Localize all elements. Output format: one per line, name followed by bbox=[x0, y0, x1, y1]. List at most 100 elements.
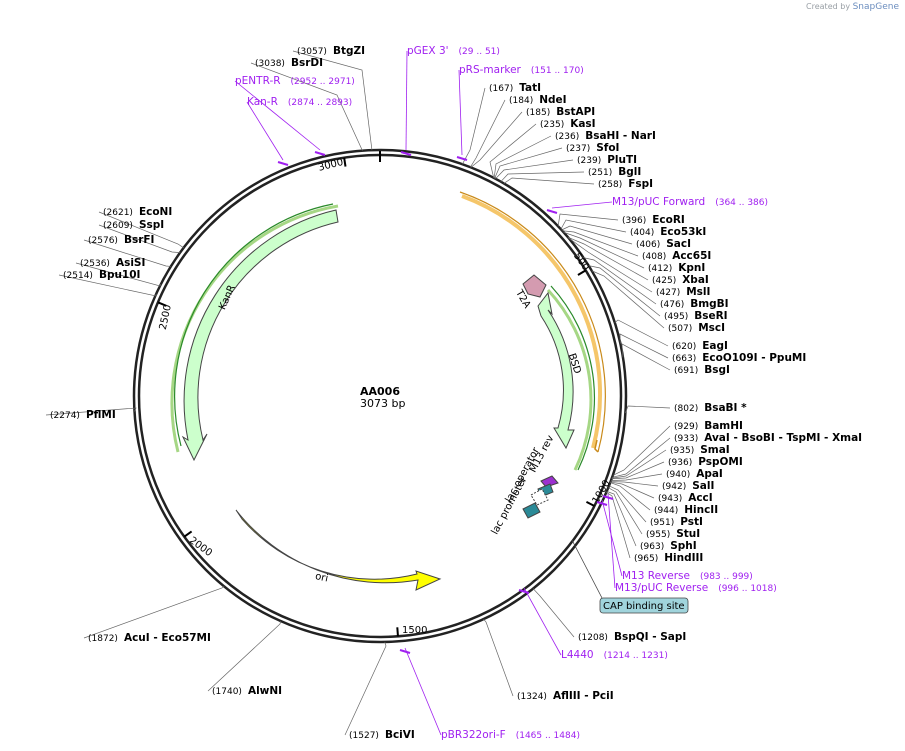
enzyme-leader bbox=[462, 87, 486, 165]
primer-site[interactable]: L4440(1214 .. 1231) bbox=[561, 649, 668, 661]
enzyme-site[interactable]: (1740)AlwNI bbox=[212, 685, 282, 697]
primer-name: pRS-marker bbox=[459, 64, 522, 76]
enzyme-site[interactable]: (184)NdeI bbox=[509, 94, 567, 106]
enzyme-site[interactable]: (495)BseRI bbox=[664, 310, 728, 322]
enzyme-site[interactable]: (1324)AflIII - PciI bbox=[517, 690, 614, 702]
feature-bsd[interactable]: BSD bbox=[537, 285, 596, 471]
primer-site[interactable]: pBR322ori-F(1465 .. 1484) bbox=[441, 729, 580, 741]
primer-site[interactable]: pENTR-R (2952 .. 2971) bbox=[235, 75, 355, 87]
enzyme-site[interactable]: (235)KasI bbox=[540, 118, 596, 130]
enzyme-name: XbaI bbox=[682, 274, 709, 286]
enzyme-site[interactable]: (943)AccI bbox=[658, 492, 713, 504]
enzyme-site[interactable]: (936)PspOMI bbox=[668, 456, 743, 468]
enzyme-site[interactable]: (406)SacI bbox=[636, 238, 691, 250]
enzyme-name: SmaI bbox=[700, 444, 730, 456]
enzyme-leader bbox=[625, 405, 671, 414]
enzyme-site[interactable]: (408)Acc65I bbox=[642, 250, 711, 262]
enzyme-site[interactable]: (167)TatI bbox=[489, 82, 541, 94]
primer-leader bbox=[404, 647, 442, 736]
enzyme-leader bbox=[614, 319, 669, 347]
kanr-arrow bbox=[181, 209, 339, 462]
primer-name: pGEX 3' bbox=[407, 45, 449, 57]
primer-site[interactable]: M13/pUC Forward(364 .. 386) bbox=[612, 196, 768, 208]
enzyme-site[interactable]: (935)SmaI bbox=[670, 444, 730, 456]
enzyme-site[interactable]: (2621)EcoNI bbox=[103, 206, 172, 218]
enzyme-name: HindIII bbox=[664, 552, 703, 564]
enzyme-site[interactable]: (944)HincII bbox=[654, 504, 718, 516]
primer-site[interactable]: M13 Reverse(983 .. 999) bbox=[622, 570, 753, 582]
enzyme-leader bbox=[58, 274, 157, 297]
enzyme-position: (3038) bbox=[255, 59, 285, 69]
enzyme-leader bbox=[500, 171, 585, 182]
enzyme-site[interactable]: (425) XbaI bbox=[652, 274, 709, 286]
enzyme-site[interactable]: (1208)BspQI - SapI bbox=[578, 631, 686, 643]
enzyme-site[interactable]: (237)SfoI bbox=[566, 142, 619, 154]
primer-site[interactable]: Kan-R(2874 .. 2893) bbox=[247, 96, 352, 108]
feature-kanr[interactable]: KanR bbox=[170, 203, 339, 462]
primer-leader bbox=[551, 201, 613, 209]
enzyme-site[interactable]: (236)BsaHI - NarI bbox=[555, 130, 656, 142]
enzyme-site[interactable]: (2609)SspI bbox=[103, 219, 164, 231]
enzyme-site[interactable]: (1527)BciVI bbox=[349, 729, 415, 741]
enzyme-site[interactable]: (940)ApaI bbox=[666, 468, 723, 480]
enzyme-site[interactable]: (2274)PflMI bbox=[50, 409, 116, 421]
primer-mark bbox=[399, 649, 411, 654]
enzyme-site[interactable]: (3057)BtgZI bbox=[297, 45, 365, 57]
t2a-arrow bbox=[522, 274, 547, 298]
enzyme-site[interactable]: (951)PstI bbox=[650, 516, 703, 528]
enzyme-name: BsaBI * bbox=[704, 402, 747, 414]
enzyme-name: StuI bbox=[676, 528, 700, 540]
feature-ori[interactable]: ori bbox=[235, 509, 442, 591]
enzyme-position: (184) bbox=[509, 96, 533, 106]
enzyme-site[interactable]: (396)EcoRI bbox=[622, 214, 685, 226]
enzyme-site[interactable]: (802)BsaBI * bbox=[674, 402, 747, 414]
primer-position: (983 .. 999) bbox=[700, 572, 753, 582]
enzyme-site[interactable]: (2514)Bpu10I bbox=[63, 269, 140, 281]
primer-mark bbox=[277, 161, 289, 166]
enzyme-site[interactable]: (2576)BsrFI bbox=[88, 234, 154, 246]
enzyme-site[interactable]: (185)BstAPI bbox=[526, 106, 595, 118]
enzyme-site[interactable]: (258)FspI bbox=[598, 178, 653, 190]
primer-site[interactable]: pGEX 3'(29 .. 51) bbox=[407, 45, 500, 57]
enzyme-site[interactable]: (1872)AcuI - Eco57MI bbox=[88, 632, 211, 644]
enzyme-site[interactable]: (507)MscI bbox=[668, 322, 725, 334]
primer-name: M13/pUC Reverse bbox=[615, 582, 708, 594]
enzyme-name: SalI bbox=[692, 480, 714, 492]
primer-leader bbox=[607, 493, 616, 589]
primer-site[interactable]: M13/pUC Reverse(996 .. 1018) bbox=[615, 582, 777, 594]
enzyme-site[interactable]: (933)AvaI - BsoBI - TspMI - XmaI bbox=[674, 432, 862, 444]
enzyme-site[interactable]: (942)SalI bbox=[662, 480, 714, 492]
primer-leader bbox=[246, 101, 284, 161]
enzyme-site[interactable]: (239)PluTI bbox=[577, 154, 637, 166]
enzyme-site[interactable]: (955)StuI bbox=[646, 528, 700, 540]
ori-label: ori bbox=[314, 571, 329, 584]
enzyme-site[interactable]: (404)Eco53kI bbox=[630, 226, 706, 238]
enzyme-name: SacI bbox=[666, 238, 691, 250]
enzyme-leader bbox=[532, 588, 575, 638]
enzyme-site[interactable]: (2536)AsiSI bbox=[80, 257, 145, 269]
enzyme-position: (1208) bbox=[578, 633, 608, 643]
primer-site[interactable]: pRS-marker(151 .. 170) bbox=[459, 64, 584, 76]
enzyme-position: (425) bbox=[652, 276, 676, 286]
enzyme-site[interactable]: (476)BmgBI bbox=[660, 298, 729, 310]
enzyme-site[interactable]: (963)SphI bbox=[640, 540, 697, 552]
enzyme-site[interactable]: (3038)BsrDI bbox=[255, 57, 323, 69]
enzyme-site[interactable]: (427)MslI bbox=[656, 286, 710, 298]
enzyme-position: (940) bbox=[666, 470, 690, 480]
enzyme-site[interactable]: (412)KpnI bbox=[648, 262, 705, 274]
enzyme-site[interactable]: (251)BglI bbox=[588, 166, 641, 178]
enzyme-site[interactable]: (691)BsgI bbox=[674, 364, 730, 376]
primer-position: (2952 .. 2971) bbox=[291, 77, 355, 87]
enzyme-leader bbox=[560, 219, 627, 233]
primer-name: pENTR-R bbox=[235, 75, 281, 87]
enzyme-site[interactable]: (620)EagI bbox=[672, 340, 728, 352]
tick-label-3000: 3000 bbox=[317, 157, 344, 174]
enzyme-site[interactable]: (929)BamHI bbox=[674, 420, 743, 432]
enzyme-name: SspI bbox=[139, 219, 164, 231]
plasmid-length: 3073 bp bbox=[360, 397, 405, 410]
enzyme-site[interactable]: (663)EcoO109I - PpuMI bbox=[672, 352, 806, 364]
feature-lac[interactable]: M13 rev lac operator lac promoter bbox=[490, 434, 559, 537]
enzyme-site[interactable]: (965)HindIII bbox=[634, 552, 703, 564]
feature-orf[interactable] bbox=[459, 191, 606, 453]
cap-binding-site-callout[interactable]: CAP binding site bbox=[571, 539, 689, 614]
